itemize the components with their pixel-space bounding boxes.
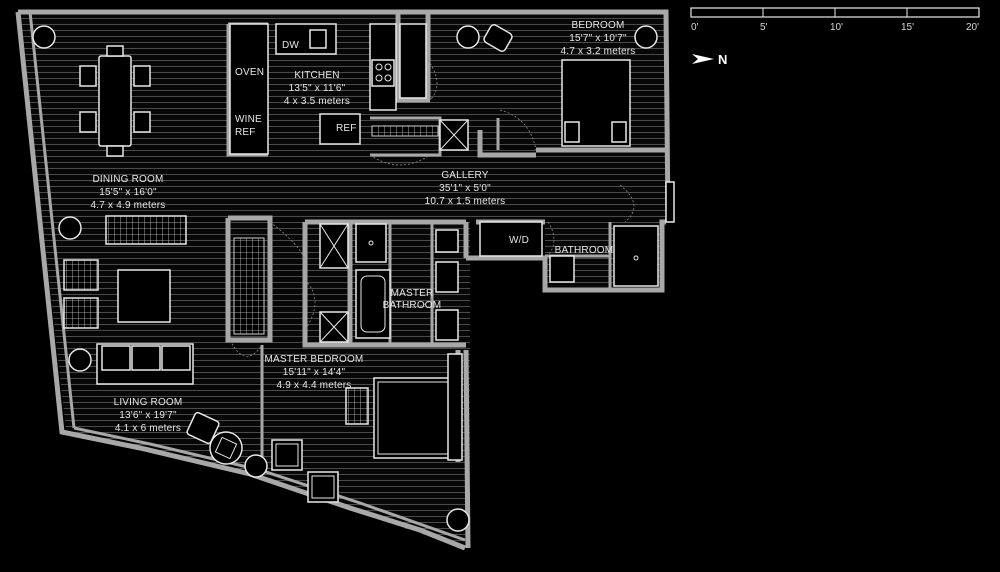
- room-name: BATHROOM: [555, 245, 614, 256]
- armchair-icon: [271, 439, 303, 471]
- room-size-imperial: 13'5" x 11'6": [289, 83, 346, 94]
- toilet-icon: [435, 229, 459, 253]
- room-label-bedroom: BEDROOM 15'7" x 10'7" 4.7 x 3.2 meters: [561, 20, 636, 57]
- room-label-dining: DINING ROOM 15'5" x 16'0" 4.7 x 4.9 mete…: [91, 174, 166, 211]
- north-arrow: N: [692, 52, 727, 67]
- room-label-living: LIVING ROOM 13'6" x 19'7" 4.1 x 6 meters: [114, 397, 183, 434]
- sink-icon: [549, 255, 575, 283]
- cooktop-icon: [371, 59, 395, 87]
- bed-icon: [373, 377, 459, 459]
- room-size-imperial: 15'5" x 16'0": [99, 187, 157, 198]
- column-icon: [58, 216, 82, 240]
- column-icon: [68, 348, 92, 372]
- washer-dryer-icon: [479, 221, 543, 257]
- armchair-icon: [209, 431, 243, 465]
- scale-bar: 0' 5' 10' 15' 20': [690, 7, 980, 33]
- room-size-imperial: 35'1" x 5'0": [439, 183, 491, 194]
- wd-label: W/D: [509, 235, 529, 246]
- column-icon: [32, 25, 56, 49]
- scale-tick-label: 0': [691, 22, 699, 33]
- column-icon: [456, 25, 480, 49]
- room-name: MASTER BEDROOM: [265, 354, 364, 365]
- wine-ref-label-2: REF: [235, 127, 256, 138]
- fixtures: [32, 23, 675, 532]
- room-name-line2: BATHROOM: [383, 300, 442, 311]
- sofa-icon: [96, 343, 194, 385]
- bench-icon: [345, 387, 369, 425]
- room-label-master-bedroom: MASTER BEDROOM 15'11" x 14'4" 4.9 x 4.4 …: [265, 354, 364, 391]
- room-label-master-bathroom: MASTER BATHROOM: [383, 288, 442, 311]
- room-size-metric: 4.7 x 3.2 meters: [561, 46, 636, 57]
- room-label-gallery: GALLERY 35'1" x 5'0" 10.7 x 1.5 meters: [425, 170, 506, 207]
- scale-tick-label: 10': [830, 22, 843, 33]
- room-labels: BEDROOM 15'7" x 10'7" 4.7 x 3.2 meters K…: [91, 20, 636, 434]
- door-swings: [229, 59, 635, 357]
- dishwasher-label: DW: [282, 40, 299, 51]
- room-label-kitchen: KITCHEN 13'5" x 11'6" 4 x 3.5 meters: [284, 70, 350, 107]
- column-icon: [244, 454, 268, 478]
- sink-icon: [435, 261, 459, 293]
- north-arrow-icon: [692, 54, 714, 64]
- bed-icon: [561, 59, 631, 147]
- wine-ref-label-1: WINE: [235, 114, 262, 125]
- scale-tick-label: 20': [966, 22, 979, 33]
- oven-label: OVEN: [235, 67, 264, 78]
- scale-tick-label: 5': [760, 22, 768, 33]
- closet-shelving-icon: [233, 237, 265, 335]
- room-size-imperial: 15'7" x 10'7": [569, 33, 627, 44]
- room-size-imperial: 15'11" x 14'4": [283, 367, 346, 378]
- room-name-line1: MASTER: [391, 288, 434, 299]
- lounge-chair-icon: [63, 297, 99, 329]
- sink-icon: [435, 309, 459, 341]
- room-size-metric: 4.1 x 6 meters: [115, 423, 181, 434]
- room-name: BEDROOM: [571, 20, 624, 31]
- ref-label: REF: [336, 123, 357, 134]
- room-size-metric: 4.7 x 4.9 meters: [91, 200, 166, 211]
- armchair-icon: [186, 411, 220, 445]
- scale-tick-label: 15': [901, 22, 914, 33]
- room-name: LIVING ROOM: [114, 397, 183, 408]
- room-size-imperial: 13'6" x 19'7": [119, 410, 177, 421]
- armchair-icon: [483, 24, 513, 52]
- north-label: N: [718, 52, 727, 67]
- rug-icon: [105, 215, 187, 245]
- room-size-metric: 10.7 x 1.5 meters: [425, 196, 506, 207]
- shelving-icon: [371, 125, 439, 137]
- room-name: GALLERY: [441, 170, 488, 181]
- room-size-metric: 4 x 3.5 meters: [284, 96, 350, 107]
- column-icon: [634, 25, 658, 49]
- room-label-bathroom: BATHROOM: [555, 245, 614, 256]
- kitchen-counter-icon: [229, 23, 427, 155]
- refrigerator-icon: [319, 113, 361, 145]
- shower-stall-icon: [355, 223, 387, 263]
- fixture-labels: DW OVEN WINE REF REF W/D: [235, 40, 529, 246]
- room-name: KITCHEN: [294, 70, 339, 81]
- coffee-table-icon: [117, 269, 171, 323]
- entry-door-icon: [665, 181, 675, 223]
- bathtub-icon: [355, 269, 391, 339]
- room-size-metric: 4.9 x 4.4 meters: [277, 380, 352, 391]
- dining-table-icon: [79, 45, 151, 157]
- column-icon: [446, 508, 470, 532]
- room-name: DINING ROOM: [92, 174, 163, 185]
- lounge-chair-icon: [63, 259, 99, 291]
- armchair-icon: [307, 471, 339, 503]
- wardrobe-icon: [447, 353, 463, 461]
